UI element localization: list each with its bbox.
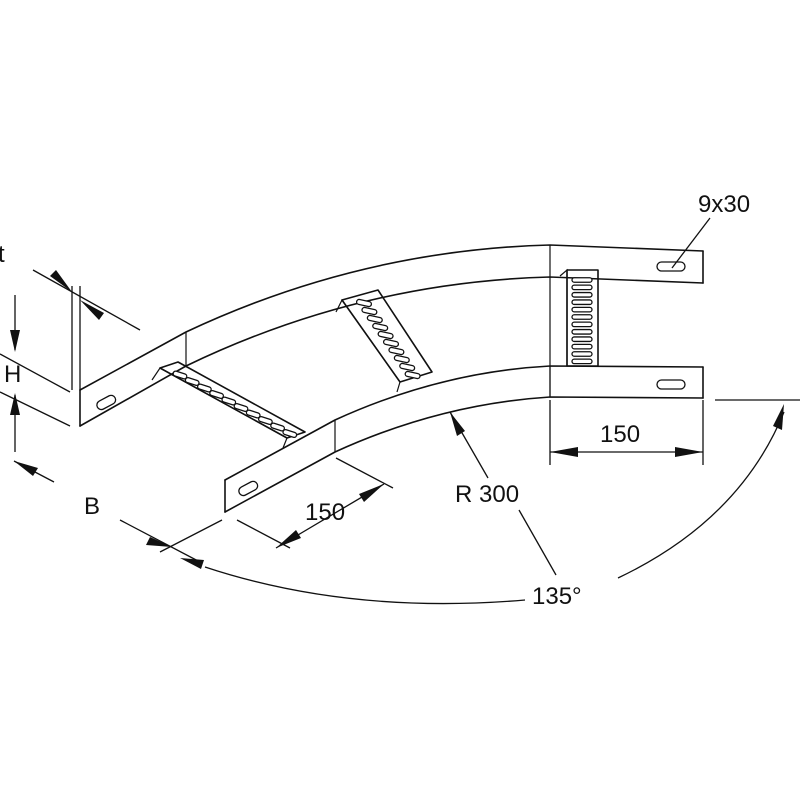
rung-slot — [571, 336, 593, 343]
rung-slot — [404, 370, 421, 380]
thickness-label: t — [0, 241, 5, 268]
inner-side-rail — [224, 365, 704, 513]
rung-slot — [377, 330, 394, 340]
rung-slot — [571, 284, 593, 291]
rung-slot — [571, 299, 593, 306]
rung-slot — [196, 383, 212, 393]
flange-slots — [96, 261, 686, 497]
width-dimension: B — [13, 460, 201, 563]
slot-size-annotation: 9x30 — [671, 191, 750, 269]
rung-slot — [221, 396, 237, 406]
rung-slot — [355, 298, 373, 308]
radius-dimension: R 300 — [449, 411, 557, 576]
rung-right — [559, 268, 599, 367]
rung-slot — [366, 314, 383, 324]
height-dimension: H — [0, 295, 71, 452]
rung-slot — [361, 306, 378, 316]
rung-slot — [571, 351, 593, 357]
rung-slot — [209, 389, 225, 400]
slot-size-label: 9x30 — [698, 191, 750, 218]
height-label: H — [4, 361, 21, 388]
rung-slot — [571, 358, 593, 365]
rung-slot — [571, 321, 593, 328]
rung-slot — [571, 306, 593, 313]
width-label: B — [84, 493, 100, 520]
rung-slot — [571, 343, 593, 350]
rung-slot — [184, 376, 200, 387]
rung-slot — [172, 370, 188, 380]
rung-slot — [388, 346, 405, 356]
rung-slot — [571, 328, 593, 335]
rung-slot — [393, 354, 410, 364]
rung-slot — [399, 362, 416, 372]
radius-label: R 300 — [455, 481, 519, 508]
rung-slot — [372, 322, 389, 332]
rung-left — [151, 361, 306, 449]
thickness-dimension: t — [0, 241, 141, 390]
angle-dimension: 135° — [159, 399, 800, 610]
rung-slot — [571, 314, 593, 320]
straight-left-dimension: 150 — [236, 457, 394, 549]
rung-slot — [382, 338, 400, 348]
angle-label: 135° — [532, 583, 582, 610]
rung-slots — [172, 277, 593, 439]
straight-right-dimension: 150 — [549, 400, 704, 465]
rung-middle — [335, 289, 433, 393]
straight-right-label: 150 — [600, 421, 640, 448]
straight-left-label: 150 — [305, 499, 345, 526]
rung-slot — [282, 428, 298, 439]
rung-slot — [571, 291, 593, 298]
rung-slot — [571, 277, 593, 283]
